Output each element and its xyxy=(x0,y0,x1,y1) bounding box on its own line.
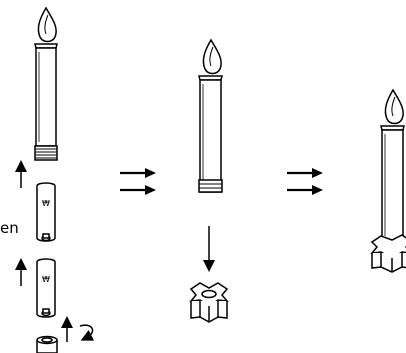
flame-icon xyxy=(202,38,222,75)
rotate-arrow-icon xyxy=(79,324,95,341)
star-base xyxy=(370,234,406,273)
flame-icon xyxy=(384,88,404,125)
battery-cap xyxy=(36,335,58,353)
battery: ₩ xyxy=(36,258,56,318)
double-arrow-icon xyxy=(287,168,323,195)
svg-text:₩: ₩ xyxy=(42,199,50,208)
cropped-label: en xyxy=(0,219,19,237)
stage-assembled-candle xyxy=(189,38,229,323)
stage-candle-on-star-base xyxy=(370,88,406,273)
double-arrow-icon xyxy=(120,168,156,195)
star-base xyxy=(189,282,229,323)
flame-icon xyxy=(37,6,57,43)
svg-text:₩: ₩ xyxy=(42,275,50,284)
battery: ₩ xyxy=(36,182,56,242)
stage-assembly: ₩ ₩ xyxy=(15,6,95,353)
